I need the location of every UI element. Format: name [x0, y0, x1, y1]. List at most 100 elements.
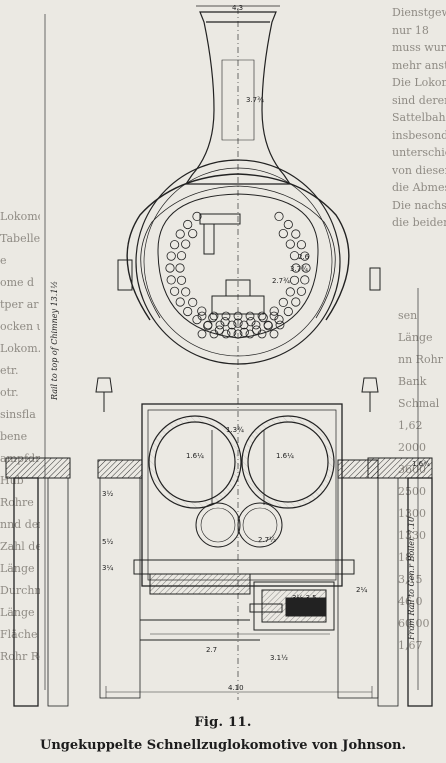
bleed-through-line: nnd der m — [0, 518, 40, 531]
boiler-tube — [239, 327, 249, 337]
bleed-through-line: insbesondere — [392, 128, 446, 142]
bleed-through-line: mehr anstehen — [392, 58, 446, 72]
svg-text:2¼: 2¼ — [356, 586, 367, 594]
boiler-tube — [166, 275, 176, 285]
boiler-tube — [170, 240, 180, 250]
bleed-through-line: ome d — [0, 276, 35, 289]
boiler-tube — [181, 287, 191, 297]
boiler-tube — [197, 329, 207, 339]
boiler-tube — [283, 219, 293, 230]
bleed-through-line: Schmal — [398, 397, 440, 410]
svg-text:3.7¾: 3.7¾ — [246, 96, 264, 104]
boiler-tube — [274, 211, 284, 221]
boiler-tube — [227, 320, 237, 330]
right-dimension-label: From Rail to Cen.r Boiler 7.10 — [407, 517, 416, 641]
bleed-through-line: Länge — [0, 606, 35, 619]
bleed-through-line: 46,0 — [398, 595, 423, 608]
boiler-tube — [175, 263, 185, 273]
boiler-tube — [175, 297, 185, 307]
bleed-through-line: sen — [398, 309, 418, 322]
svg-text:1.6¾: 1.6¾ — [412, 460, 430, 468]
bleed-through-line: unterschieden — [392, 146, 446, 159]
boiler-tube — [183, 306, 193, 317]
svg-text:2.7½: 2.7½ — [258, 536, 276, 544]
boiler-tube — [209, 329, 219, 339]
svg-text:1.6¼: 1.6¼ — [276, 452, 294, 460]
bleed-through-line: ocken und — [0, 320, 40, 333]
boiler-tube — [278, 297, 288, 307]
bleed-through-line: Rohre — [0, 496, 34, 509]
boiler-tube — [291, 297, 301, 307]
boiler-tube — [197, 306, 207, 316]
bleed-through-line: 1,62 — [398, 419, 423, 432]
boiler-tube — [239, 320, 249, 330]
bleed-through-line: Sattelbahnversat — [392, 111, 446, 124]
boiler-tube — [269, 329, 279, 339]
boiler-tubes — [165, 211, 311, 339]
svg-text:4.10: 4.10 — [228, 684, 244, 692]
svg-text:2.6: 2.6 — [298, 253, 310, 261]
boiler-tube — [233, 318, 243, 328]
bleed-through-line: otr. — [0, 386, 19, 399]
svg-text:3½ 3.5: 3½ 3.5 — [292, 594, 317, 602]
boiler-tube — [208, 312, 218, 323]
bleed-through-line: 3,15 — [398, 573, 423, 586]
boiler-tube — [278, 229, 288, 239]
bleed-through-line: Lokomotive W — [0, 210, 40, 223]
bleed-through-line: nn Rohr — [398, 353, 443, 366]
boiler-tube — [166, 251, 176, 261]
svg-text:2.7: 2.7 — [206, 646, 217, 654]
wheels — [13, 477, 433, 707]
bleed-through-line: e — [0, 254, 7, 267]
firebox-outline — [157, 193, 319, 339]
bleed-through-line: Lokom. — [0, 342, 40, 355]
boiler-tube — [245, 329, 255, 339]
boiler-tube — [170, 286, 180, 296]
bleed-through-line: von diesem ist — [392, 163, 446, 177]
svg-text:3.7¾: 3.7¾ — [290, 265, 308, 273]
boiler-tube — [269, 306, 279, 316]
svg-text:5½: 5½ — [102, 538, 113, 546]
cylinders — [148, 415, 335, 509]
boiler-tube — [258, 312, 268, 323]
boiler-tube — [291, 263, 301, 273]
boiler-tube — [300, 275, 310, 285]
svg-text:3½: 3½ — [102, 490, 113, 498]
boiler-tube — [221, 311, 231, 321]
bleed-through-line: Länge — [398, 331, 433, 344]
bleed-through-line: Zahl der — [0, 540, 40, 553]
boiler-tube — [283, 306, 293, 317]
bleed-through-line: 2000 — [398, 441, 426, 454]
svg-text:1.3¾: 1.3¾ — [226, 426, 244, 434]
boiler-tube — [183, 219, 193, 230]
bleed-through-line: bene — [0, 430, 28, 443]
boiler-tube — [197, 311, 207, 321]
boiler-tube — [291, 229, 301, 239]
boiler-tube — [192, 211, 202, 221]
boiler-tube — [257, 311, 267, 321]
bleed-through-line: 60,00 — [398, 617, 430, 630]
bleed-through-line: sinsfla — [0, 408, 36, 421]
boiler-tube — [285, 287, 295, 297]
boiler-tube — [233, 329, 243, 339]
boiler-tube — [263, 320, 273, 330]
bleed-through-line: Die nachstehend — [392, 198, 446, 212]
svg-text:4.3: 4.3 — [232, 4, 243, 12]
boiler-tube — [245, 311, 255, 321]
boiler-tube — [221, 329, 231, 339]
bleed-through-line: 1,67 — [398, 639, 423, 652]
boiler-tube — [227, 327, 237, 337]
bleed-through-line: muss wurden — [392, 41, 446, 54]
bleed-through-line: tper ar Ko — [0, 298, 40, 311]
bleed-through-line: 2500 — [398, 485, 426, 498]
boiler-tube — [301, 263, 311, 273]
boiler-tube — [296, 286, 306, 296]
boiler-tube — [209, 311, 219, 321]
boiler-tube — [269, 311, 279, 321]
boiler-tube — [233, 311, 243, 321]
svg-text:1.6¼: 1.6¼ — [186, 452, 204, 460]
axle-assembly — [133, 559, 355, 641]
side-fittings — [95, 259, 381, 412]
bleed-through-line: die Abmessung — [392, 181, 446, 194]
